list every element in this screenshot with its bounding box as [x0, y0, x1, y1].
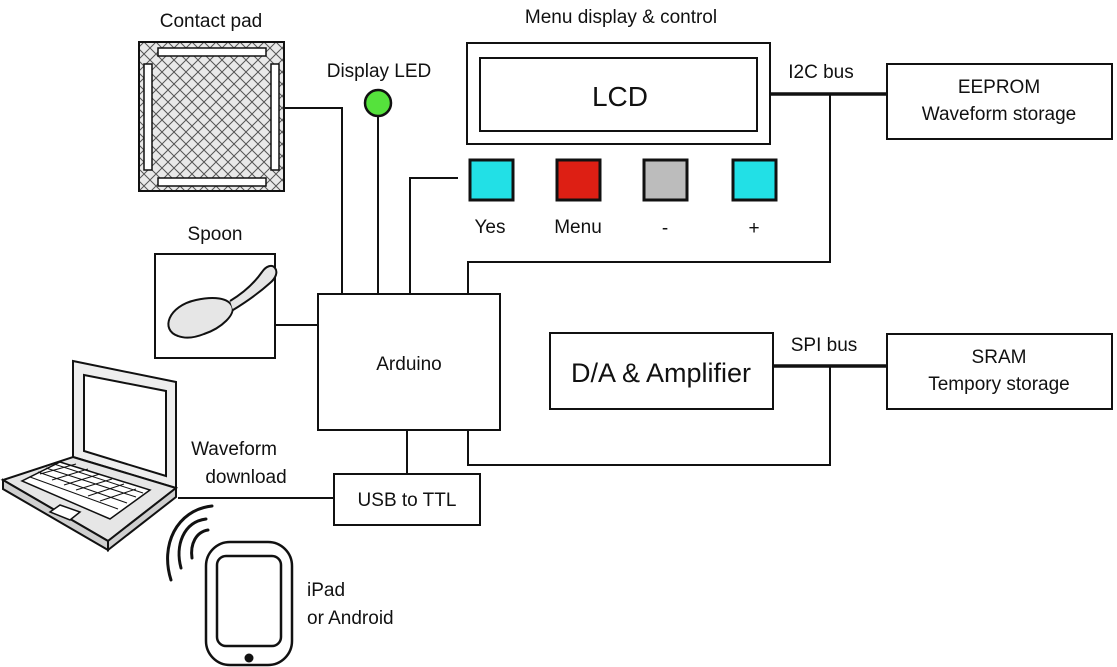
led-icon [363, 88, 393, 118]
contact-pad-label: Contact pad [160, 11, 262, 32]
plus-button-icon [731, 158, 778, 202]
dac-block: D/A & Amplifier [549, 332, 774, 410]
eeprom-sublabel: Waveform storage [922, 104, 1077, 125]
usb-to-ttl-block: USB to TTL [333, 473, 481, 526]
sram-block: SRAM Tempory storage [886, 333, 1113, 410]
control-buttons: Yes Menu - + [468, 158, 778, 239]
display-led: Display LED [327, 61, 432, 118]
wireless-icon [166, 504, 214, 582]
ipad-label: iPad [307, 580, 345, 601]
display-led-label: Display LED [327, 61, 432, 82]
minus-button-label: - [662, 218, 668, 239]
menu-display-label: Menu display & control [525, 7, 717, 28]
spoon-label: Spoon [188, 224, 243, 245]
ipad-sublabel: or Android [307, 608, 394, 629]
waveform-download-label: Waveform [191, 439, 277, 460]
tablet-icon [204, 540, 294, 667]
minus-button-icon [642, 158, 689, 202]
plus-button-label: + [748, 218, 759, 239]
yes-button-label: Yes [475, 217, 506, 238]
eeprom-block: EEPROM Waveform storage [886, 63, 1113, 140]
i2c-bus-label: I2C bus [788, 62, 853, 83]
lcd-label: LCD [592, 81, 648, 112]
sram-label: SRAM [972, 347, 1027, 368]
lcd-module: Menu display & control LCD [466, 7, 771, 145]
dac-label: D/A & Amplifier [571, 358, 751, 388]
eeprom-label: EEPROM [958, 77, 1040, 98]
arduino-label: Arduino [376, 354, 442, 375]
buttons-to-arduino-wire [409, 177, 458, 294]
spi-bus-label: SPI bus [791, 335, 858, 356]
bus-lines [770, 92, 887, 368]
contact-pad: Contact pad [138, 11, 285, 192]
spoon-icon [167, 264, 278, 339]
arduino-block: Arduino [317, 293, 501, 431]
menu-button-label: Menu [554, 217, 602, 238]
sram-sublabel: Tempory storage [928, 374, 1070, 395]
yes-button-icon [468, 158, 515, 202]
spoon: Spoon [154, 224, 278, 359]
waveform-download-sublabel: download [205, 467, 286, 488]
connection-lines [178, 94, 831, 499]
i2c-to-arduino-wire [467, 94, 831, 294]
pad-to-arduino-wire [285, 107, 343, 294]
usb-to-ttl-label: USB to TTL [358, 490, 457, 511]
menu-button-icon [555, 158, 602, 202]
spi-to-arduino-wire [467, 366, 831, 466]
laptop-icon [0, 359, 179, 553]
